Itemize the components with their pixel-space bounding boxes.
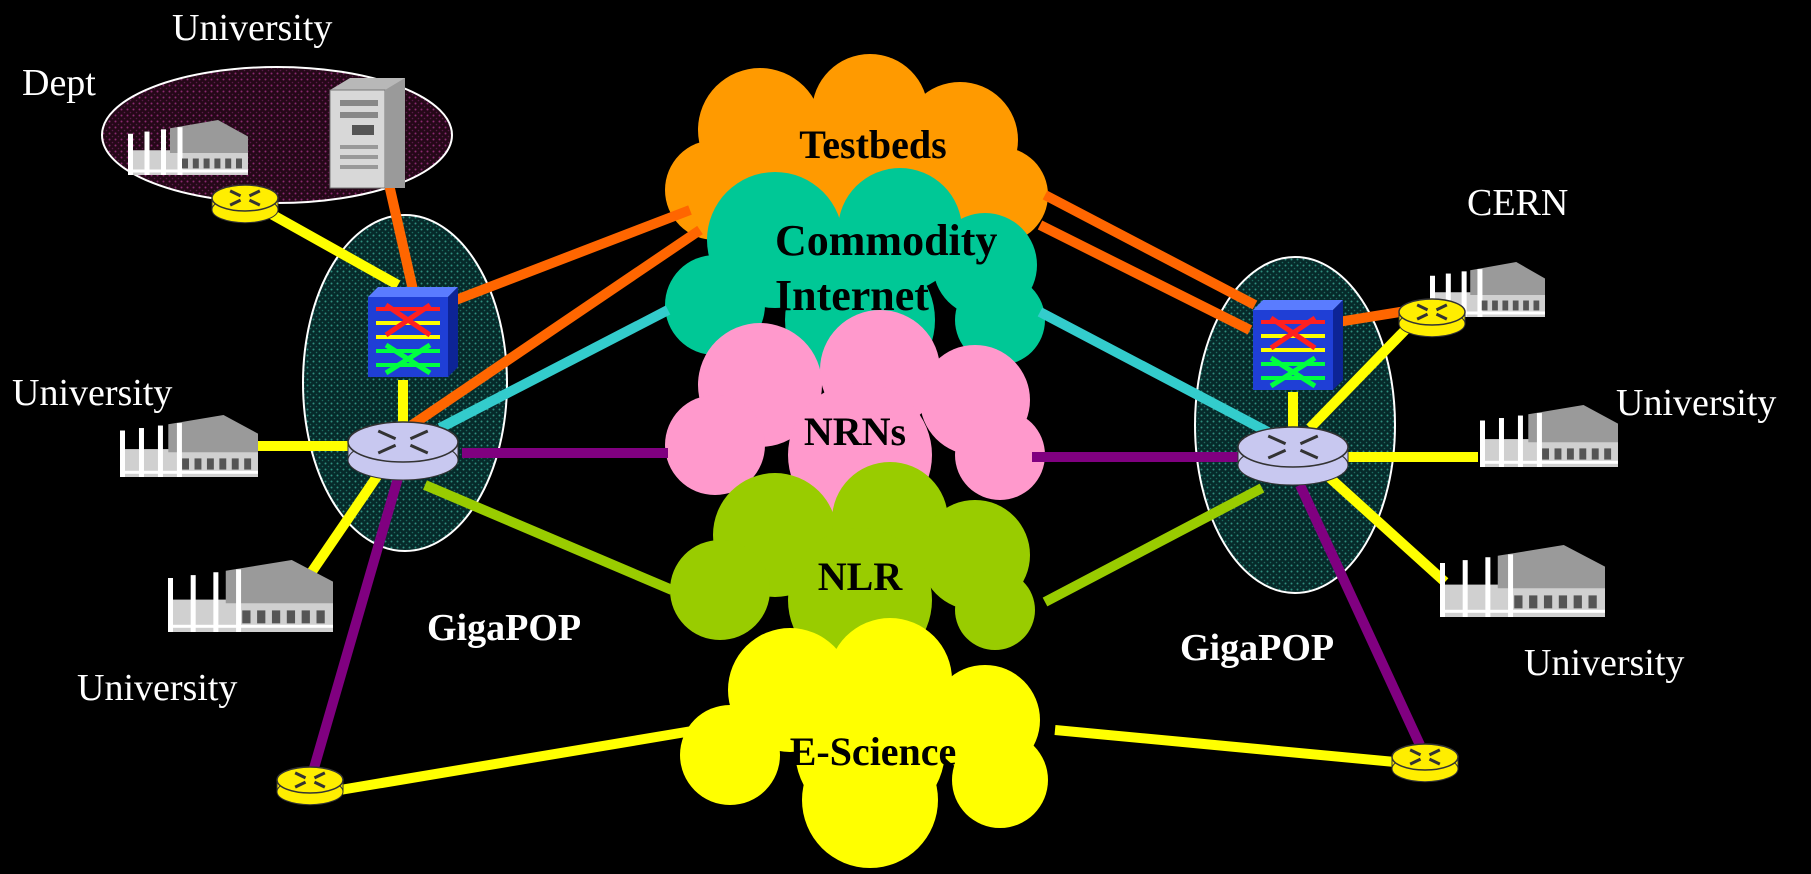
router-icon-bottom-left <box>276 766 344 806</box>
cloud-nlr <box>670 462 1035 672</box>
cloud-label-commodity-line2: Internet <box>775 271 929 320</box>
router-icon-dept <box>211 184 279 224</box>
link-router-right-to-cern-router <box>1306 321 1414 432</box>
link-nlr-to-router-right <box>1042 483 1265 607</box>
link-testbeds-to-switch-right-2 <box>1037 220 1253 335</box>
link-router-to-testbeds-left <box>409 225 703 430</box>
link-escience-to-bottom-router-right <box>1054 725 1396 767</box>
link-switch-to-testbeds-left <box>446 205 692 308</box>
link-router-to-nlr-left <box>423 480 674 595</box>
switches <box>368 287 1343 390</box>
label-dept: Dept <box>22 62 96 104</box>
cloud-label-escience: E-Science <box>790 729 957 774</box>
building-icon-university-right-bottom <box>1440 545 1605 617</box>
label-university-left-bottom: University <box>77 667 237 709</box>
router-icon-cern <box>1398 298 1466 338</box>
cloud-label-nrns: NRNs <box>804 409 906 454</box>
label-gigapop-left: GigaPOP <box>427 607 581 649</box>
link-router-to-commodity-left <box>437 305 671 433</box>
router-icon-bottom-right <box>1391 743 1459 783</box>
switch-icon-right <box>1253 300 1343 390</box>
cloud-label-testbeds: Testbeds <box>799 122 946 167</box>
link-server-to-switch <box>383 178 418 292</box>
label-university-right: University <box>1616 382 1776 424</box>
server-icon <box>329 78 405 189</box>
link-router-right-to-bottom-router-right <box>1295 482 1425 748</box>
label-university-right-bottom: University <box>1524 642 1684 684</box>
building-icon-dept <box>128 120 248 175</box>
cloud-label-nlr: NLR <box>818 554 904 599</box>
link-commodity-to-router-right <box>1037 307 1271 437</box>
label-gigapop-right: GigaPOP <box>1180 627 1334 669</box>
link-bottom-router-left-to-escience <box>339 725 699 795</box>
cloud-escience <box>680 618 1048 868</box>
link-router-to-bottom-router-left <box>307 476 403 777</box>
link-dept-router-to-switch <box>252 200 401 290</box>
building-icon-university-left <box>120 415 258 477</box>
links <box>252 178 1478 795</box>
link-testbeds-to-switch-right <box>1042 190 1258 310</box>
switch-icon-left <box>368 287 458 377</box>
label-university-top: University <box>172 7 332 49</box>
link-router-right-to-university-right-bottom <box>1326 474 1449 586</box>
routers <box>211 184 1466 806</box>
label-cern: CERN <box>1467 182 1568 224</box>
label-university-left: University <box>12 372 172 414</box>
building-icon-university-right <box>1480 405 1618 467</box>
building-icon-university-left-bottom <box>168 560 333 632</box>
cloud-label-commodity-line1: Commodity <box>775 216 997 265</box>
router-icon-left <box>347 421 459 481</box>
router-icon-right <box>1237 426 1349 486</box>
buildings <box>120 120 1618 632</box>
